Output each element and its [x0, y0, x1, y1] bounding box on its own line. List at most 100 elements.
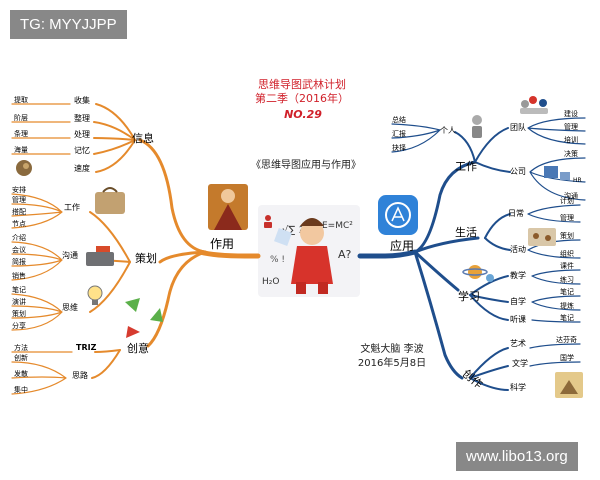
team-icon [520, 96, 548, 114]
header-title-line1: 思维导图武林计划 [258, 77, 346, 91]
leaf-笔记-听课: 笔记 [560, 313, 574, 322]
node-记忆: 记忆 [74, 145, 90, 155]
leaf-沟通-公司: 沟通 [564, 191, 578, 200]
node-处理: 处理 [74, 129, 90, 139]
node-沟通: 沟通 [62, 250, 78, 260]
leaf-发散: 发散 [14, 369, 28, 378]
leaf-提炼: 提炼 [560, 301, 574, 310]
leaf-建设: 建设 [564, 109, 578, 118]
node-艺术: 艺术 [510, 338, 526, 348]
leaf-会议: 会议 [12, 245, 26, 254]
company-icon [544, 166, 570, 180]
leaf-抉择: 抉择 [392, 143, 406, 152]
leaf-笔记: 笔记 [12, 285, 26, 294]
leaf-介绍: 介绍 [12, 233, 26, 242]
leaf-搭配: 搭配 [12, 207, 26, 216]
node-自学: 自学 [510, 296, 526, 306]
node-活动: 活动 [510, 244, 526, 254]
person-icon [472, 115, 482, 138]
network-icon [528, 228, 556, 246]
bag-icon [95, 187, 125, 214]
svg-text:E=MC²: E=MC² [322, 221, 353, 231]
appstore-icon [378, 195, 418, 235]
painting-icon [555, 372, 583, 398]
leaf-分享: 分享 [12, 321, 26, 330]
leaf-演讲: 演讲 [12, 297, 26, 306]
left-branch-1: 策划 [135, 251, 157, 265]
planet-icon [462, 265, 494, 282]
node-公司: 公司 [510, 167, 526, 176]
leaf-安排: 安排 [12, 185, 26, 194]
center-image: √∑ ? E=MC² % ! A? H₂O [258, 205, 360, 297]
left-branches [11, 103, 261, 395]
scholar-figure-icon [208, 184, 248, 230]
right-branch-3: 创作 [460, 367, 485, 391]
leaf-笔记-自学: 笔记 [560, 287, 574, 296]
node-教学: 教学 [510, 270, 526, 280]
bulb-icon [87, 285, 103, 305]
leaf-达芬奇: 达芬奇 [556, 335, 577, 344]
leaf-汇报: 汇报 [392, 129, 406, 138]
left-branch-2: 创意 [127, 341, 149, 355]
node-思路: 思路 [72, 370, 88, 380]
right-branch-2: 学习 [458, 289, 480, 303]
leaf-培训: 培训 [564, 135, 578, 144]
watermark-bottom-right: www.libo13.org [456, 442, 578, 471]
right-main-label: 应用 [390, 238, 414, 253]
svg-text:H₂O: H₂O [262, 277, 279, 287]
leaf-管理-团队: 管理 [564, 122, 578, 131]
svg-text:% !: % ! [270, 255, 285, 265]
header-number: NO.29 [284, 108, 322, 121]
date: 2016年5月8日 [358, 356, 426, 369]
leaf-管理: 管理 [12, 195, 26, 204]
leaf-创新: 创新 [14, 353, 28, 362]
leaf-总结: 总结 [392, 115, 406, 124]
leaf-策划: 策划 [12, 309, 26, 318]
svg-text:A?: A? [338, 248, 352, 261]
right-branch-1: 生活 [455, 225, 477, 239]
right-branches [357, 117, 586, 391]
leaf-决策: 决策 [564, 149, 578, 158]
leaf-计划: 计划 [560, 196, 574, 205]
leaf-方法: 方法 [14, 343, 28, 352]
leaf-条理: 条理 [14, 129, 28, 138]
leaf-集中: 集中 [14, 385, 28, 394]
node-科学: 科学 [510, 382, 526, 392]
leaf-策划-活动: 策划 [560, 231, 574, 240]
right-branch-0: 工作 [455, 160, 477, 173]
node-整理: 整理 [74, 113, 90, 123]
leaf-提取: 提取 [14, 95, 28, 104]
leaf-组织: 组织 [560, 249, 574, 258]
left-branch-0: 信息 [132, 131, 154, 145]
puzzle-icon [86, 246, 114, 266]
svg-text:√∑ ?: √∑ ? [282, 225, 304, 236]
leaf-节点: 节点 [12, 220, 26, 228]
left-main-label: 作用 [210, 237, 234, 251]
node-文学: 文学 [512, 358, 528, 368]
watermark-top-left: TG: MYYJJPP [10, 10, 127, 39]
leaf-国学: 国学 [560, 353, 574, 362]
node-个人: 个人 [440, 126, 456, 135]
leaf-管理-日常: 管理 [560, 213, 574, 222]
node-工作: 工作 [64, 202, 80, 212]
leaf-简报: 简报 [12, 257, 26, 266]
leaf-销售: 销售 [12, 271, 26, 280]
node-听课: 听课 [510, 315, 526, 324]
node-团队: 团队 [510, 122, 526, 132]
leaf-海量: 海量 [14, 145, 28, 154]
small-figure-icon [264, 215, 272, 228]
node-TRIZ: TRIZ [76, 343, 97, 352]
food-icon [16, 160, 32, 176]
node-收集: 收集 [74, 95, 90, 105]
node-思维: 思维 [62, 302, 78, 312]
header-title-line2: 第二季（2016年） [255, 91, 349, 105]
recycle-icon [125, 298, 163, 338]
leaf-HR: HR [573, 177, 582, 184]
author: 文魁大脑 李波 [360, 342, 423, 355]
leaf-阶层: 阶层 [14, 113, 28, 122]
leaf-课件: 课件 [560, 261, 574, 270]
leaf-练习: 练习 [560, 275, 574, 284]
node-速度: 速度 [74, 163, 90, 173]
